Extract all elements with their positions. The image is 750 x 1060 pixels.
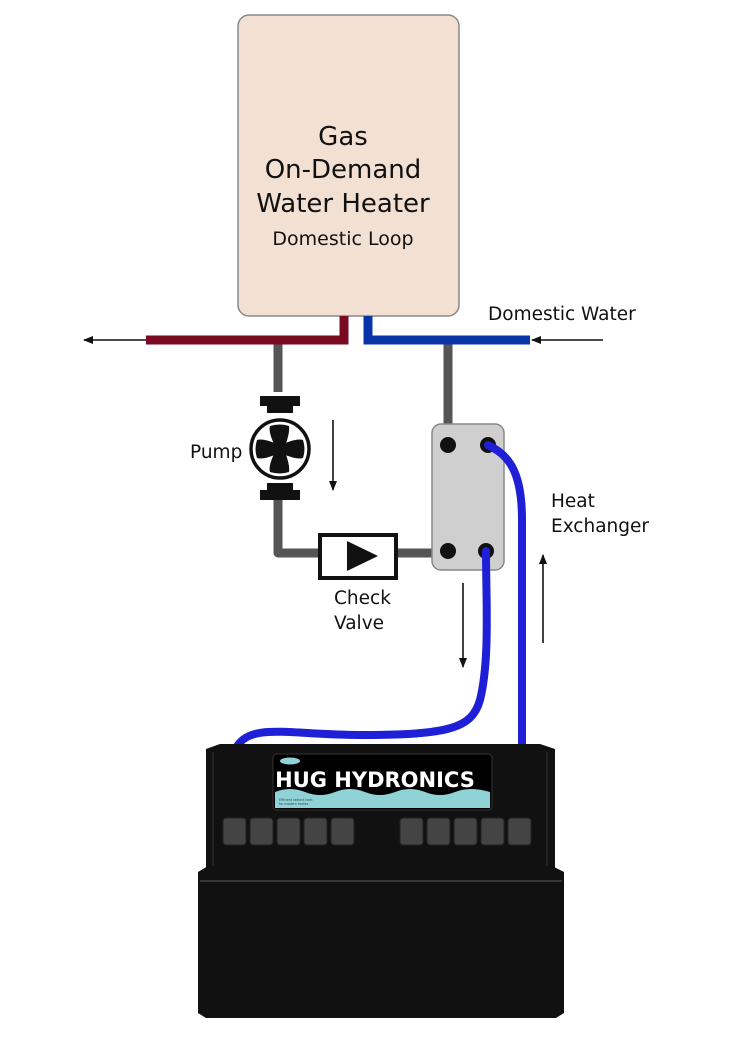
hx-port-top-left <box>440 437 456 453</box>
pump-top-flange <box>260 396 300 406</box>
pump-impeller-icon <box>255 424 305 474</box>
brand-wave-band <box>275 789 490 808</box>
boiler-return-tube <box>232 547 491 752</box>
left-control-buttons <box>222 817 355 846</box>
check-valve-label-line-1: Check <box>334 588 391 609</box>
control-button[interactable] <box>222 817 247 846</box>
brand-fine-print-2: for modern homes <box>279 802 309 806</box>
pump-label: Pump <box>190 442 242 463</box>
heat-exchanger-label-line-2: Exchanger <box>551 516 649 537</box>
boiler-unit: HUG HYDRONICS Efficient radiant heat for… <box>198 744 564 1018</box>
pump <box>249 396 311 500</box>
control-button[interactable] <box>303 817 328 846</box>
boiler-lower-body <box>198 866 564 1018</box>
boiler-supply-tube <box>484 441 526 752</box>
check-valve <box>318 533 398 580</box>
brand-logo-icon <box>280 757 300 765</box>
pump-top-flange-inner <box>267 406 293 413</box>
control-button[interactable] <box>276 817 301 846</box>
heater-title-line-2: On-Demand <box>265 155 422 185</box>
pump-return-pipe <box>273 500 320 558</box>
heater-title-line-1: Gas <box>318 122 368 152</box>
pump-bottom-flange <box>260 490 300 500</box>
cold-domestic-pipe <box>363 316 530 345</box>
heat-exchanger-body <box>431 423 505 571</box>
right-control-buttons <box>399 817 532 846</box>
control-button[interactable] <box>399 817 424 846</box>
check-valve-triangle-icon <box>347 541 378 571</box>
hx-port-bottom-left <box>440 543 456 559</box>
brand-label: HUG HYDRONICS Efficient radiant heat for… <box>272 753 493 811</box>
brand-fine-print-1: Efficient radiant heat <box>279 798 313 802</box>
check-valve-label-line-2: Valve <box>334 613 384 634</box>
brand-name: HUG HYDRONICS <box>275 768 475 792</box>
control-button[interactable] <box>330 817 355 846</box>
control-button[interactable] <box>480 817 505 846</box>
water-heater: Gas On-Demand Water Heater Domestic Loop <box>237 14 460 317</box>
hot-supply-pipe <box>146 316 349 345</box>
heater-title-line-3: Water Heater <box>256 189 430 219</box>
pump-bottom-flange-inner <box>267 483 293 490</box>
heater-subtitle: Domestic Loop <box>272 228 413 250</box>
boiler-tubes <box>232 441 526 752</box>
loop-piping <box>273 338 453 558</box>
control-button[interactable] <box>426 817 451 846</box>
heat-exchanger-label-line-1: Heat <box>551 491 595 512</box>
domestic-water-label: Domestic Water <box>488 304 636 325</box>
control-button[interactable] <box>453 817 478 846</box>
control-button[interactable] <box>507 817 532 846</box>
control-button[interactable] <box>249 817 274 846</box>
check-valve-body <box>318 533 398 580</box>
